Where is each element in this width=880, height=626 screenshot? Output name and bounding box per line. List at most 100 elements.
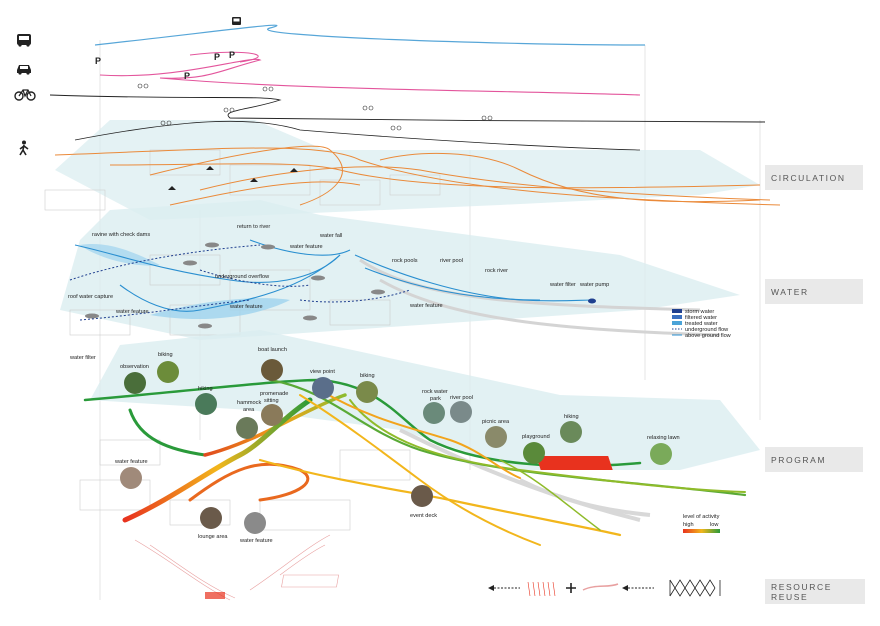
label-waterfall: water fall (319, 233, 342, 239)
water-plane (60, 200, 740, 340)
layer-tag-water: WATER (765, 279, 863, 304)
plus-icon (566, 583, 576, 593)
bicycle-icon (14, 89, 36, 101)
label-lounge: lounge area (198, 534, 228, 540)
photo-observation (124, 372, 146, 394)
underground-flows (69, 244, 411, 321)
pump-marker (588, 298, 596, 304)
label-ravine: ravine with check dams (92, 232, 150, 238)
pedestrian-routes (54, 145, 781, 206)
label-river-pool: river pool (450, 395, 473, 401)
label-feature-top: water feature (289, 244, 323, 250)
label-rock-pools: rock pools (392, 258, 418, 264)
arrow-head-icon (622, 585, 628, 591)
photo-hiking (195, 393, 217, 415)
label-pump: water pump (579, 282, 609, 288)
photo-boat (261, 359, 283, 381)
parking-symbol: P (95, 56, 101, 66)
route-bike-glyphs (137, 83, 493, 131)
label-rock-water: rock water (422, 389, 448, 395)
label-area: area (243, 407, 255, 413)
water-layer: ravine with check dams return to river w… (60, 200, 740, 361)
reuse-pattern-red (527, 581, 556, 597)
activity-legend: level of activity high low (683, 514, 720, 533)
parking-symbol: P (229, 50, 235, 60)
label-return: return to river (237, 224, 270, 230)
bus-icon (17, 34, 31, 47)
label-roof: roof water capture (68, 294, 113, 300)
photo-biking (157, 361, 179, 383)
label-park: park (430, 396, 441, 402)
parking-symbol: P (184, 71, 190, 81)
photo-feature2 (244, 512, 266, 534)
legend-storm-swatch (672, 309, 682, 313)
bike-route-lower (74, 120, 641, 151)
program-photos (120, 359, 672, 534)
parking-symbols: P P P P (95, 50, 235, 81)
label-observation: observation (120, 364, 149, 370)
parking-symbol: P (214, 52, 220, 62)
layer-tag-circulation: CIRCULATION (765, 165, 863, 190)
circulation-ghost-buildings (44, 149, 441, 211)
above-ground-flows (74, 239, 593, 312)
photo-rock-water (423, 402, 445, 424)
program-grey-paths (399, 428, 651, 522)
circulation-plane (55, 120, 760, 220)
bus-route (94, 24, 646, 46)
activity-paths (83, 378, 747, 546)
label-river-pool: river pool (440, 258, 463, 264)
river-channels (359, 258, 721, 337)
reuse-pattern-black (669, 579, 721, 597)
reuse-sketch-lines (134, 534, 339, 601)
water-basin (80, 244, 160, 266)
reuse-process-row (488, 579, 721, 597)
photo-picnic (485, 426, 507, 448)
activity-legend-bar (683, 529, 720, 533)
label-overflow: underground overflow (215, 274, 270, 280)
photo-biking2 (356, 381, 378, 403)
route-pedestrian-glyphs (168, 166, 298, 190)
photo-playground (523, 442, 545, 464)
label-hiking2: hiking (564, 414, 579, 420)
label-sitting: sitting (264, 398, 279, 404)
car-route-loop (189, 51, 259, 63)
label-viewpoint: view point (310, 369, 335, 375)
activity-legend-title: level of activity (683, 514, 720, 520)
layer-tag-resource-reuse: RESOURCE REUSE (765, 579, 865, 604)
label-picnic: picnic area (482, 419, 510, 425)
water-discs (85, 242, 385, 329)
circulation-layer: P P P P (44, 17, 781, 220)
legend-storm: storm water (685, 309, 714, 315)
reuse-red-block (205, 592, 225, 599)
legend-aboveground: above ground flow (685, 333, 732, 339)
label-biking2: biking (360, 373, 375, 379)
photo-lounge (200, 507, 222, 529)
label-hiking: hiking (198, 386, 213, 392)
program-ghost-buildings (79, 439, 411, 531)
water-labels: ravine with check dams return to river w… (68, 224, 609, 361)
program-labels: observation biking boat launch view poin… (114, 347, 680, 544)
layer-tag-program: PROGRAM (765, 447, 863, 472)
photo-event (411, 485, 433, 507)
program-plane (90, 330, 760, 470)
label-boat: boat launch (258, 347, 287, 353)
program-layer: observation biking boat launch view poin… (79, 330, 760, 546)
arrow-head-icon (488, 585, 494, 591)
photo-feature (120, 467, 142, 489)
label-lawn: relaxing lawn (647, 435, 680, 441)
legend-underground: underground flow (685, 327, 729, 333)
label-feature-right: water feature (409, 303, 443, 309)
reuse-pattern-pink (582, 583, 619, 591)
photo-hiking2 (560, 421, 582, 443)
photo-hammock (236, 417, 258, 439)
label-feature-left: water feature (115, 309, 149, 315)
pedestrian-icon (19, 140, 29, 156)
legend-treated: treated water (685, 321, 718, 327)
bike-route (49, 94, 766, 123)
legend-filtered: filtered water (685, 315, 717, 321)
event-deck-shape (536, 456, 613, 470)
legend-filtered-swatch (672, 315, 682, 319)
label-rock-river: rock river (485, 268, 508, 274)
label-promenade: promenade (260, 391, 288, 397)
